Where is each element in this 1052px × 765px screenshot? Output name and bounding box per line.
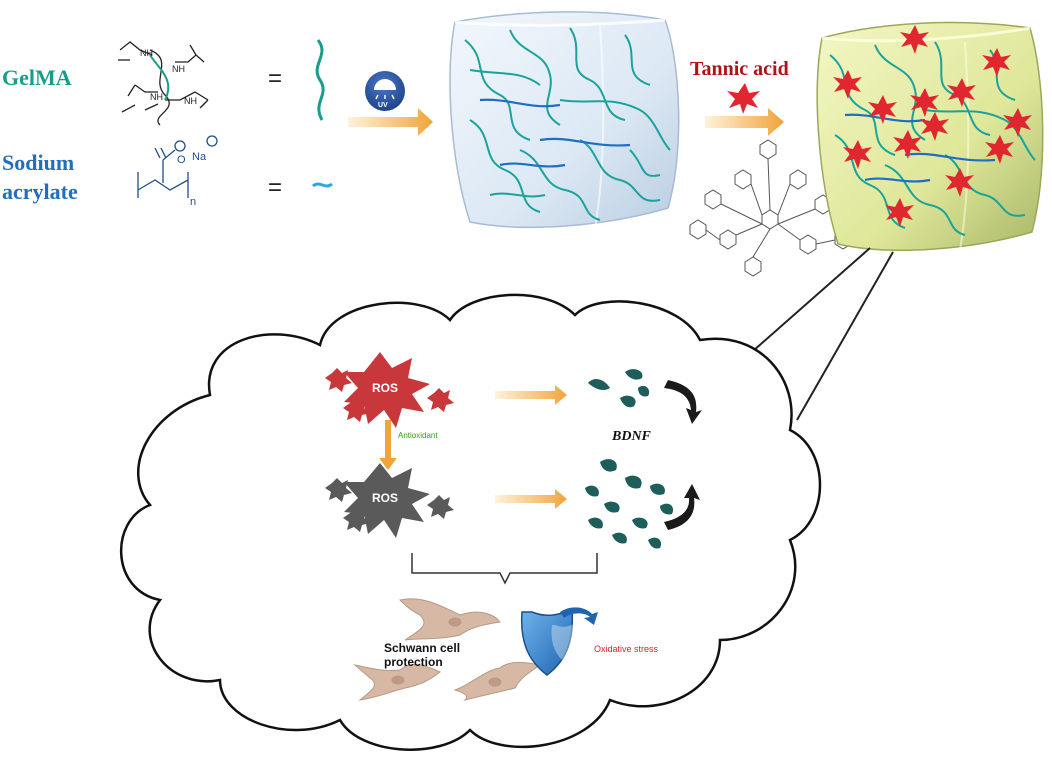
uv-label: UV <box>378 102 388 109</box>
sodium-acrylate-label-line1: Sodium <box>2 150 74 175</box>
oxidative-stress-label: Oxidative stress <box>594 644 659 654</box>
detail-cloud <box>119 293 822 751</box>
gelma-hydrogel-cube <box>449 11 680 229</box>
nh-label-2: NH <box>172 64 185 74</box>
bdnf-decrease-arrow <box>664 380 702 424</box>
bdnf-increase-arrow <box>664 484 700 530</box>
schwann-label-line2: protection <box>384 655 443 669</box>
gelma-label: GelMA <box>2 65 72 90</box>
gelma-strand-icon <box>315 39 325 121</box>
carboxylate-o: O <box>177 154 186 166</box>
schwann-cells <box>353 598 542 701</box>
antioxidant-arrow <box>379 420 397 470</box>
tannic-acid-hydrogel-cube <box>816 21 1044 251</box>
repeat-n-label: n <box>190 196 196 208</box>
ros-gray-burst: ROS <box>325 463 454 538</box>
tannic-acid-label: Tannic acid <box>690 58 789 80</box>
tannic-star-group <box>833 25 1032 227</box>
na-label: Na <box>192 151 207 163</box>
ros-red-burst: ROS <box>325 352 454 428</box>
polymer-network-lines <box>464 27 671 221</box>
arrow-ros-to-bdnf-bottom <box>495 489 567 509</box>
equals-sodium: = <box>268 174 282 201</box>
sodium-acrylate-structure <box>137 135 218 198</box>
arrow-uv-crosslink <box>348 108 433 136</box>
zoom-line-left <box>744 247 871 359</box>
zoom-line-right <box>796 251 894 421</box>
arrow-ros-to-bdnf-top <box>495 385 567 405</box>
uv-lamp-icon: UV <box>365 71 405 111</box>
equals-gelma: = <box>268 65 282 92</box>
arrow-tannic-acid <box>705 108 784 136</box>
ros-label-gray: ROS <box>372 491 398 505</box>
bdnf-label: BDNF <box>611 429 652 444</box>
nh-label-4: NH <box>184 96 197 106</box>
grouping-brace <box>411 553 598 585</box>
ros-label-red: ROS <box>372 381 398 395</box>
nh-label-3: NH <box>150 92 163 102</box>
tannic-acid-star-icon <box>727 83 760 114</box>
nh-label-1: NH <box>140 48 153 58</box>
tannic-acid-structure <box>689 139 852 277</box>
gelma-structure <box>118 41 209 126</box>
bdnf-molecules-low <box>588 369 650 408</box>
schwann-label-line1: Schwann cell <box>384 641 460 655</box>
sodium-acrylate-label-line2: acrylate <box>2 179 78 204</box>
sodium-strand-icon <box>312 182 333 188</box>
antioxidant-label: Antioxidant <box>398 431 438 440</box>
bdnf-molecules-high <box>585 459 674 549</box>
shield-icon <box>520 607 598 676</box>
